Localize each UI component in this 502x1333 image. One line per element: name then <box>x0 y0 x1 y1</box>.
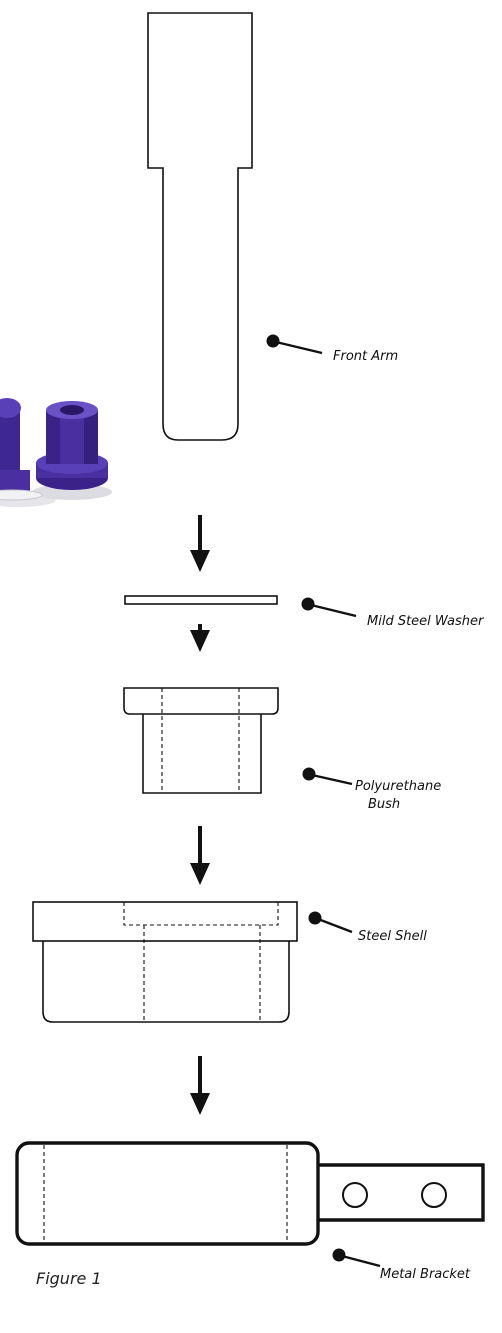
polyurethane-bush-label-line2: Bush <box>368 797 400 812</box>
polyurethane-bush-part <box>123 687 279 794</box>
steel-shell-label: Steel Shell <box>358 929 427 944</box>
metal-bracket-callout <box>332 1248 381 1268</box>
down-arrow-icon <box>190 624 210 652</box>
steel-shell-part <box>32 901 298 1023</box>
mild-steel-washer-part <box>124 595 278 605</box>
down-arrow-icon <box>190 515 210 572</box>
front-arm-label: Front Arm <box>333 349 398 364</box>
mild-steel-washer-label: Mild Steel Washer <box>367 614 485 629</box>
front-arm-part <box>147 12 253 441</box>
metal-bracket-part <box>15 1141 485 1246</box>
washer-callout <box>301 597 357 618</box>
down-arrow-icon <box>190 1056 210 1115</box>
down-arrow-icon <box>190 826 210 885</box>
polyurethane-bush-callout <box>302 767 353 786</box>
front-arm-callout <box>266 334 323 355</box>
steel-shell-callout <box>308 911 353 934</box>
metal-bracket-label: Metal Bracket <box>380 1267 471 1282</box>
figure-caption: Figure 1 <box>36 1269 102 1288</box>
polyurethane-bush-label-line1: Polyurethane <box>355 779 441 794</box>
purple-bush-photo <box>0 398 112 507</box>
